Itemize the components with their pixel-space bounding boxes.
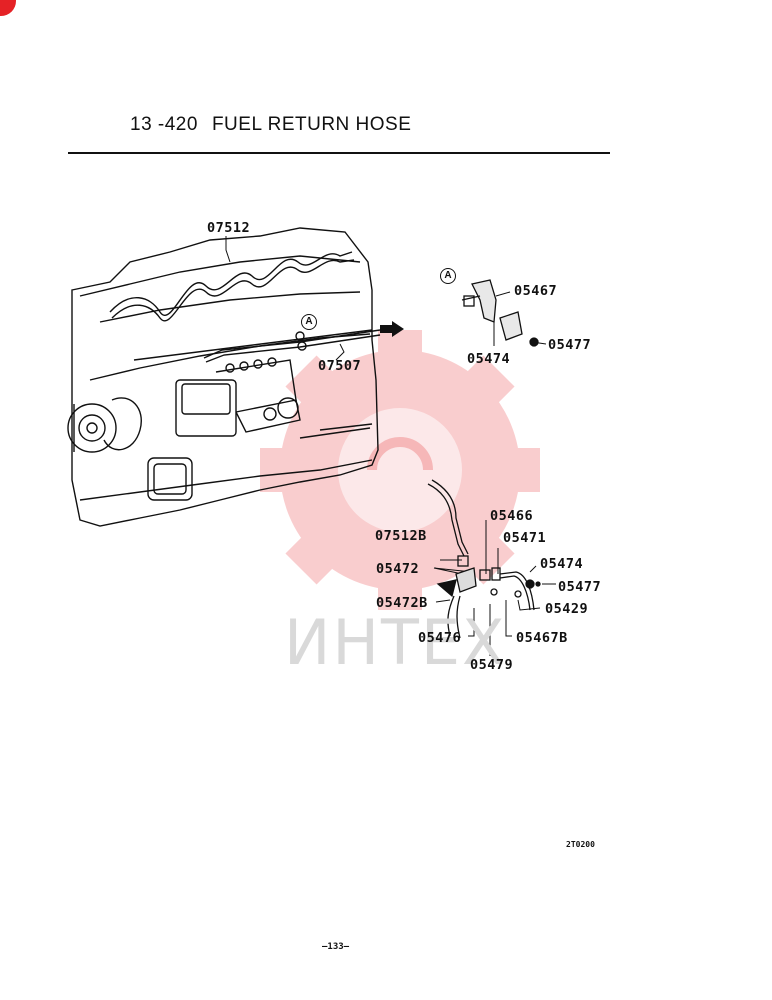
callout-05466: 05466 <box>490 508 534 524</box>
callout-05429: 05429 <box>545 601 589 617</box>
drawing-code: 2T0200 <box>566 840 595 849</box>
callout-05472: 05472 <box>376 561 420 577</box>
callout-05474-low: 05474 <box>540 556 584 572</box>
callout-05472b: 05472B <box>376 595 428 611</box>
callout-07512: 07512 <box>207 220 251 236</box>
callout-05467b: 05467B <box>516 630 568 646</box>
callout-07512b: 07512B <box>375 528 427 544</box>
page-title: 13 -420 FUEL RETURN HOSE <box>130 114 411 136</box>
callout-05476: 05476 <box>418 630 462 646</box>
callout-05467: 05467 <box>514 283 558 299</box>
callout-05474-top: 05474 <box>467 351 511 367</box>
callout-07507: 07507 <box>318 358 362 374</box>
callout-05477-low: 05477 <box>558 579 602 595</box>
flow-arrow-icon <box>380 321 404 337</box>
callout-05471: 05471 <box>503 530 547 546</box>
hose-assembly <box>427 479 541 639</box>
engine-block <box>67 227 381 527</box>
section-title: FUEL RETURN HOSE <box>211 114 412 135</box>
title-divider <box>68 152 610 154</box>
callout-05477-top: 05477 <box>548 337 592 353</box>
watermark-gear-hub <box>338 408 462 532</box>
watermark-text: ИНТЕХ <box>284 606 507 679</box>
bracket-detail-a <box>461 279 539 347</box>
callout-05479: 05479 <box>470 657 514 673</box>
detail-marker-a-header: A <box>440 268 456 284</box>
detail-marker-a: A <box>301 314 317 330</box>
section-number: 13 -420 <box>130 114 198 135</box>
page-number: —133— <box>322 942 350 952</box>
